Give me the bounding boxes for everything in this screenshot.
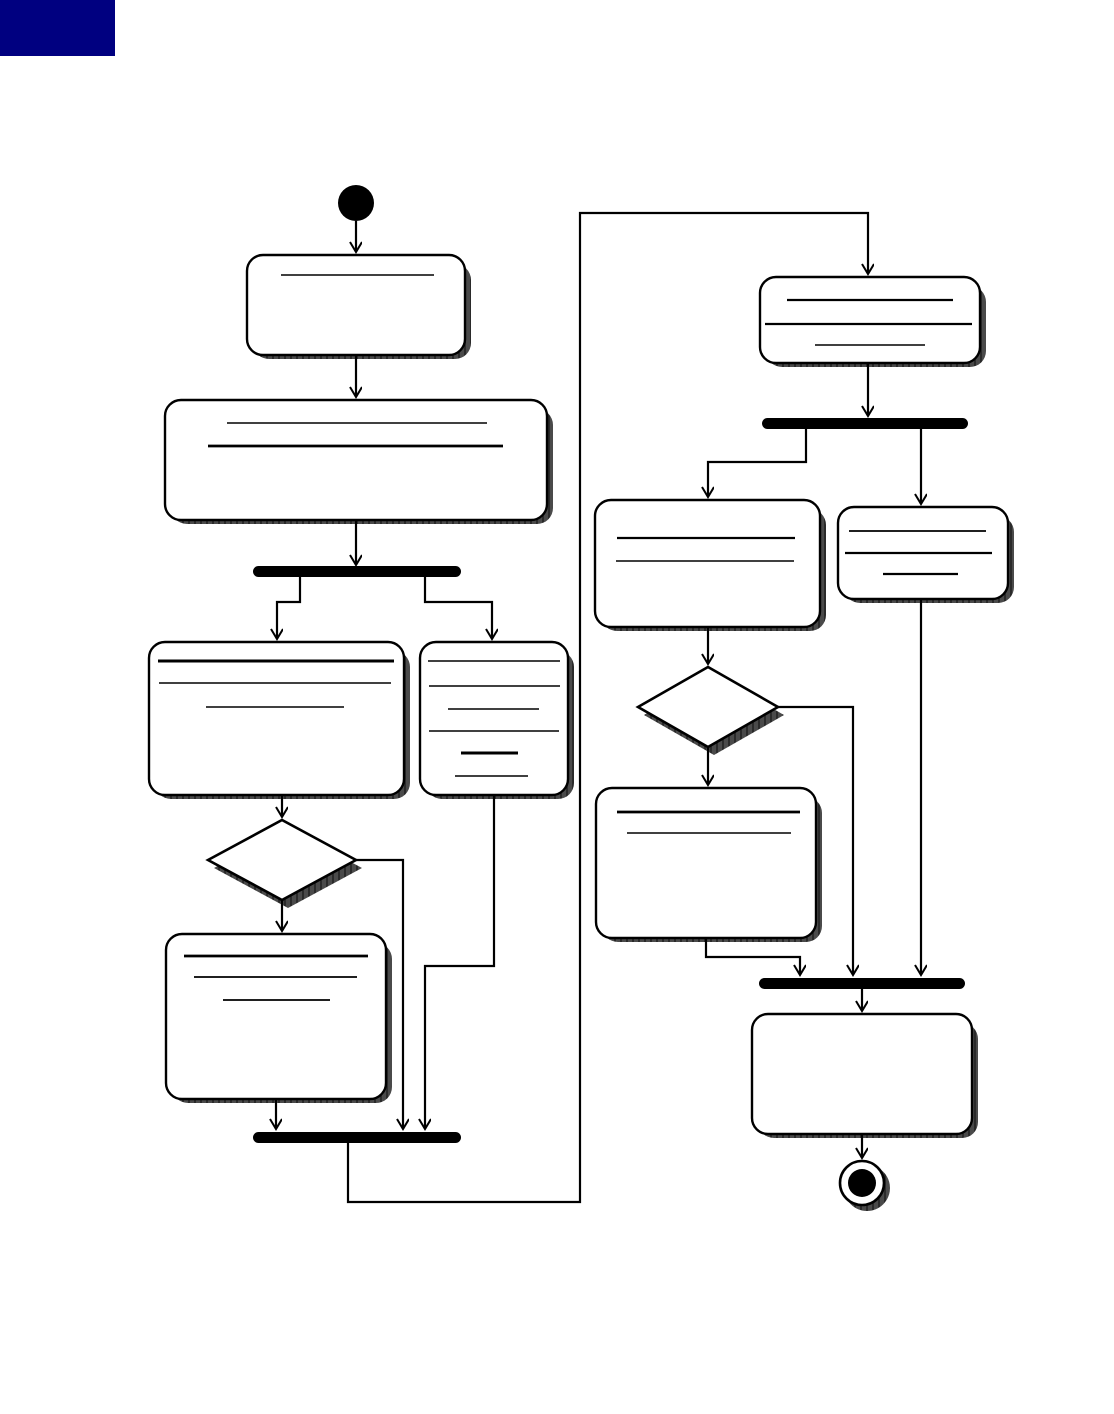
brand-color-block: [0, 0, 115, 56]
initial-node[interactable]: [338, 185, 374, 221]
edge-activity-4-to-join-1: [425, 795, 496, 1129]
join-bar-1[interactable]: [253, 1132, 461, 1143]
activity-node-6[interactable]: [758, 275, 986, 367]
activity-node-5[interactable]: [164, 932, 392, 1103]
edge-fork-1-to-activity-3: [277, 577, 302, 639]
edge-join-1-to-activity-6: [346, 211, 868, 1204]
activity-node-7[interactable]: [593, 498, 826, 631]
final-node[interactable]: [838, 1159, 890, 1211]
activity-node-10[interactable]: [750, 1012, 978, 1138]
edge-fork-2-to-activity-7: [708, 429, 808, 497]
fork-bar-1[interactable]: [253, 566, 461, 577]
activity-node-9[interactable]: [594, 786, 822, 942]
fork-bar-2[interactable]: [762, 418, 968, 429]
edge-decision-2-to-join-2: [778, 705, 853, 975]
activity-node-3[interactable]: [147, 640, 410, 799]
edge-decision-1-to-join-1: [356, 858, 403, 1129]
activity-node-4[interactable]: [418, 640, 574, 799]
edge-fork-1-to-activity-4: [423, 577, 492, 639]
activity-node-8[interactable]: [836, 505, 1014, 603]
activity-node-2[interactable]: [163, 398, 553, 524]
edge-activity-9-to-join-2: [704, 938, 800, 975]
decision-node-1[interactable]: [205, 818, 362, 908]
decision-node-2[interactable]: [635, 665, 784, 755]
join-bar-2[interactable]: [759, 978, 965, 989]
activity-node-1[interactable]: [245, 253, 471, 359]
